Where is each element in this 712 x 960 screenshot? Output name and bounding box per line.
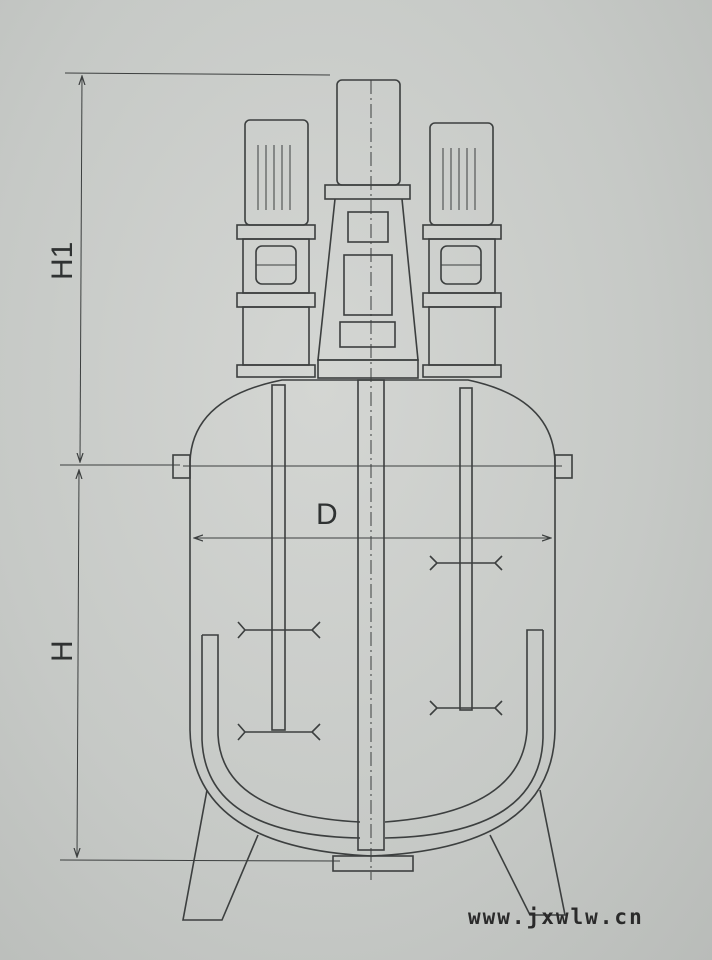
watermark: www.jxwlw.cn	[468, 905, 644, 929]
label-d: D	[316, 498, 338, 531]
left-motor	[236, 119, 316, 378]
center-motor	[317, 79, 419, 379]
label-h1: H1	[46, 242, 79, 280]
right-motor	[422, 122, 502, 378]
vessel	[172, 379, 573, 872]
shafts	[271, 80, 473, 880]
legs	[182, 789, 566, 921]
impellers	[237, 555, 503, 741]
dimension-h1	[60, 72, 331, 466]
jacket	[201, 629, 544, 839]
dimension-h	[59, 470, 341, 862]
label-h: H	[46, 640, 79, 662]
